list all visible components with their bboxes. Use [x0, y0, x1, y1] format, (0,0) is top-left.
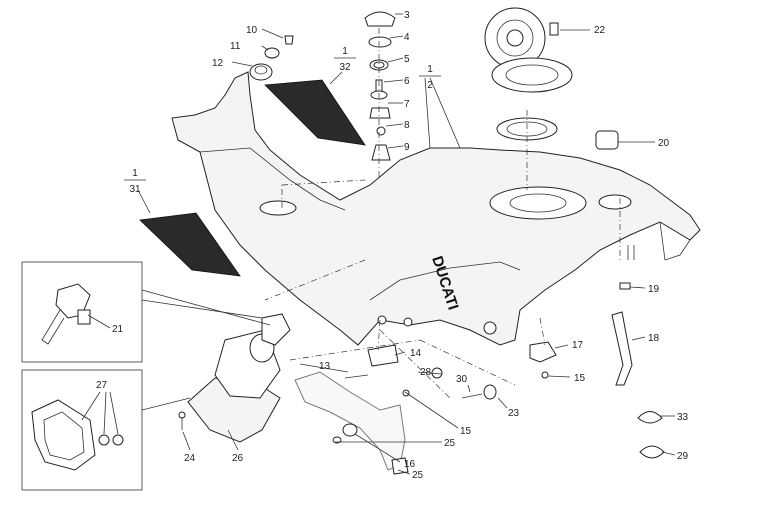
svg-text:31: 31	[129, 184, 141, 195]
svg-text:2: 2	[427, 80, 433, 91]
fraction-label-2: 1 2	[419, 64, 441, 91]
callout-33: 33	[677, 412, 689, 423]
callout-16: 16	[404, 459, 416, 470]
callout-3: 3	[404, 10, 410, 21]
callout-5: 5	[404, 54, 410, 65]
inset-sensor-21	[21, 261, 271, 363]
callout-12: 12	[212, 58, 224, 69]
hose-clamp-29	[639, 445, 665, 459]
callout-29: 29	[677, 451, 689, 462]
callout-4: 4	[404, 32, 410, 43]
filler-stack	[364, 11, 396, 178]
fuel-tank: DUCATI	[171, 71, 701, 346]
callout-11: 11	[230, 41, 241, 52]
callout-30: 30	[456, 374, 468, 385]
callout-14: 14	[410, 348, 422, 359]
callout-15-right: 15	[574, 373, 586, 384]
callout-19: 19	[648, 284, 660, 295]
svg-text:1: 1	[132, 168, 138, 179]
callout-15-left: 15	[460, 426, 472, 437]
support-bracket	[294, 341, 557, 475]
svg-text:1: 1	[427, 64, 433, 75]
vent-parts	[249, 35, 294, 81]
fuel-hose	[611, 245, 635, 386]
callout-18: 18	[648, 333, 660, 344]
callout-10: 10	[246, 25, 258, 36]
leader-lines	[81, 13, 676, 475]
hose-clamp-33	[637, 411, 663, 424]
fraction-label-31: 1 31	[124, 168, 146, 195]
callout-13: 13	[319, 361, 331, 372]
fuel-pump	[178, 313, 291, 443]
fraction-label-32: 1 32	[334, 46, 356, 73]
svg-text:1: 1	[342, 46, 348, 57]
callout-labels: 3 4 5 6 7 8 9 10 11 12 13 14 15 15 16 17…	[96, 10, 689, 481]
callout-17: 17	[572, 340, 584, 351]
callout-24: 24	[184, 453, 196, 464]
rubber-pad-20	[595, 130, 619, 150]
callout-28: 28	[420, 367, 432, 378]
callout-25-lower: 25	[412, 470, 424, 481]
callout-23: 23	[508, 408, 520, 419]
callout-27: 27	[96, 380, 108, 391]
decal-31	[139, 212, 241, 277]
alignment-lines	[264, 179, 621, 399]
fuel-cap-assembly	[484, 7, 573, 190]
callout-6: 6	[404, 76, 410, 87]
callout-21: 21	[112, 324, 124, 335]
decal-32	[264, 79, 366, 146]
callout-25-upper: 25	[444, 438, 456, 449]
callout-7: 7	[404, 99, 410, 110]
inset-gasket-27	[21, 369, 191, 491]
callout-26: 26	[232, 453, 244, 464]
callout-9: 9	[404, 142, 410, 153]
svg-text:32: 32	[339, 62, 351, 73]
callout-8: 8	[404, 120, 410, 131]
callout-20: 20	[658, 138, 670, 149]
callout-22: 22	[594, 25, 606, 36]
